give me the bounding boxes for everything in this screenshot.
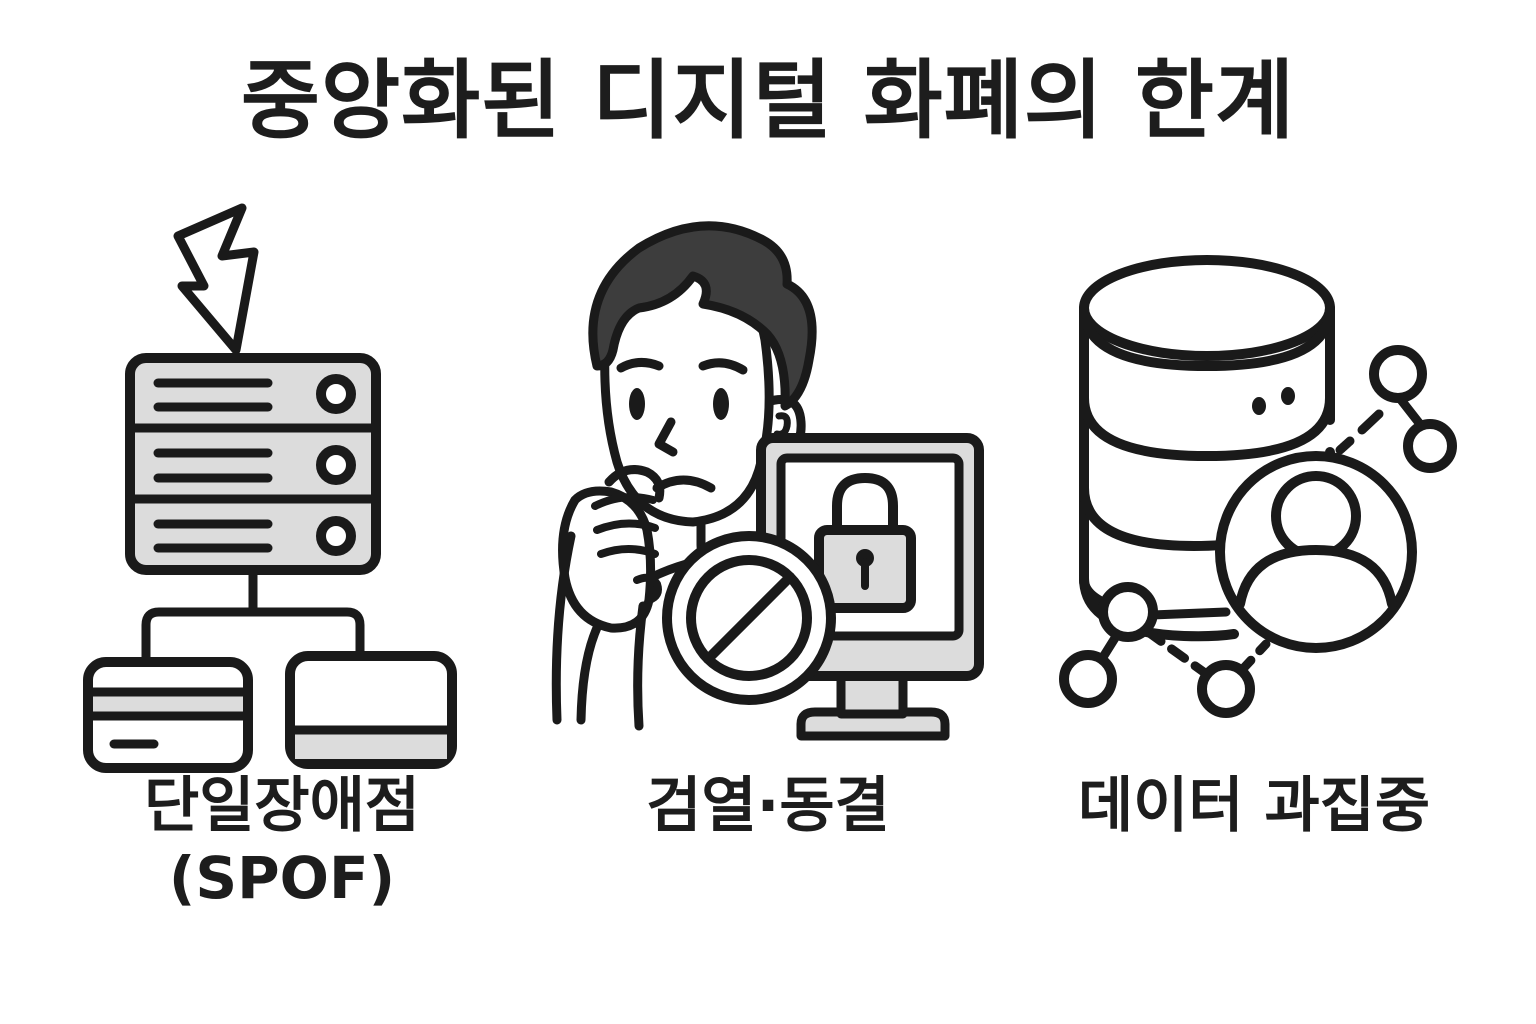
- column-spof: 단일장애점 (SPOF): [52, 196, 512, 914]
- user-avatar-icon: [1215, 451, 1417, 653]
- spof-illustration: [62, 196, 502, 773]
- server-rack-icon: [125, 353, 381, 575]
- column-censorship: 검열·동결: [538, 196, 998, 843]
- caption-data-concentration-main: 데이터 과집중: [1077, 771, 1431, 841]
- keyhole-icon: [856, 549, 874, 590]
- network-node-icon: [1369, 345, 1427, 403]
- server-unit-icon: [153, 445, 356, 485]
- caption-spof-main: 단일장애점: [144, 771, 420, 841]
- caption-data-concentration: 데이터 과집중: [1078, 770, 1430, 843]
- tablet-device-icon: [285, 651, 457, 769]
- illustration-columns: 단일장애점 (SPOF): [0, 196, 1536, 986]
- padlock-icon: [814, 473, 916, 613]
- network-node-icon: [1098, 582, 1158, 642]
- network-node-icon: [1197, 660, 1255, 718]
- server-unit-icon: [153, 516, 356, 556]
- data-concentration-illustration: [1034, 196, 1474, 764]
- page-title: 중앙화된 디지털 화폐의 한계: [240, 51, 1296, 151]
- caption-spof-sub: (SPOF): [168, 844, 396, 913]
- server-led-icon: [316, 374, 356, 414]
- server-led-icon: [316, 516, 356, 556]
- column-data-concentration: 데이터 과집중: [1024, 196, 1484, 843]
- caption-spof: 단일장애점 (SPOF): [144, 770, 420, 914]
- connector-line-icon: [141, 565, 365, 667]
- hand-icon: [551, 465, 665, 731]
- network-node-icon: [1059, 650, 1117, 708]
- server-led-icon: [316, 445, 356, 485]
- lightning-bolt-icon: [173, 203, 259, 355]
- censorship-illustration: [548, 196, 988, 764]
- server-unit-icon: [153, 374, 356, 414]
- caption-censorship-main: 검열·동결: [646, 771, 890, 841]
- credit-card-icon: [83, 657, 253, 773]
- prohibition-sign-icon: [662, 531, 836, 705]
- caption-censorship: 검열·동결: [646, 770, 890, 843]
- network-node-icon: [1403, 419, 1457, 473]
